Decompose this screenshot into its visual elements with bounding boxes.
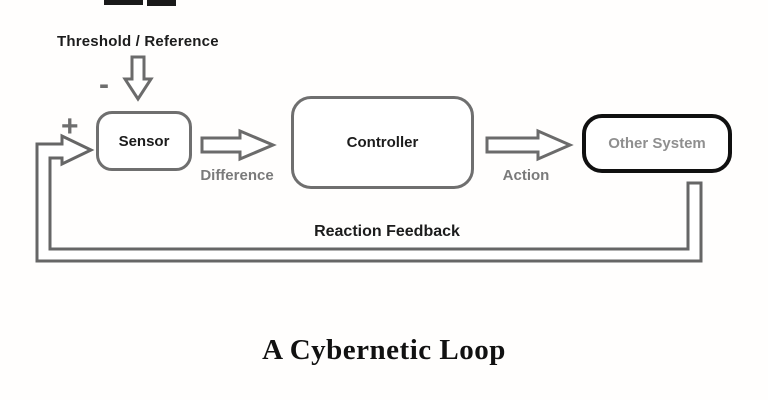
other-system-node-label: Other System <box>608 135 706 152</box>
threshold-reference-label: Threshold / Reference <box>57 33 219 50</box>
controller-node-label: Controller <box>346 134 419 151</box>
controller-node: Controller <box>291 96 474 189</box>
minus-sign: - <box>99 68 109 101</box>
cropped-text-artifact <box>104 0 143 5</box>
action-arrow <box>485 128 574 162</box>
diagram-title: A Cybernetic Loop <box>262 334 506 366</box>
cropped-text-artifact <box>147 0 176 6</box>
difference-arrow <box>200 128 277 162</box>
reaction-feedback-label: Reaction Feedback <box>314 223 460 240</box>
threshold-down-arrow <box>122 55 154 102</box>
other-system-node: Other System <box>582 114 732 173</box>
action-label: Action <box>502 167 550 184</box>
reaction-feedback-loop-arrow <box>35 133 703 263</box>
difference-label: Difference <box>200 167 274 184</box>
plus-sign: + <box>61 110 79 143</box>
sensor-node: Sensor <box>96 111 192 171</box>
sensor-node-label: Sensor <box>118 132 170 150</box>
